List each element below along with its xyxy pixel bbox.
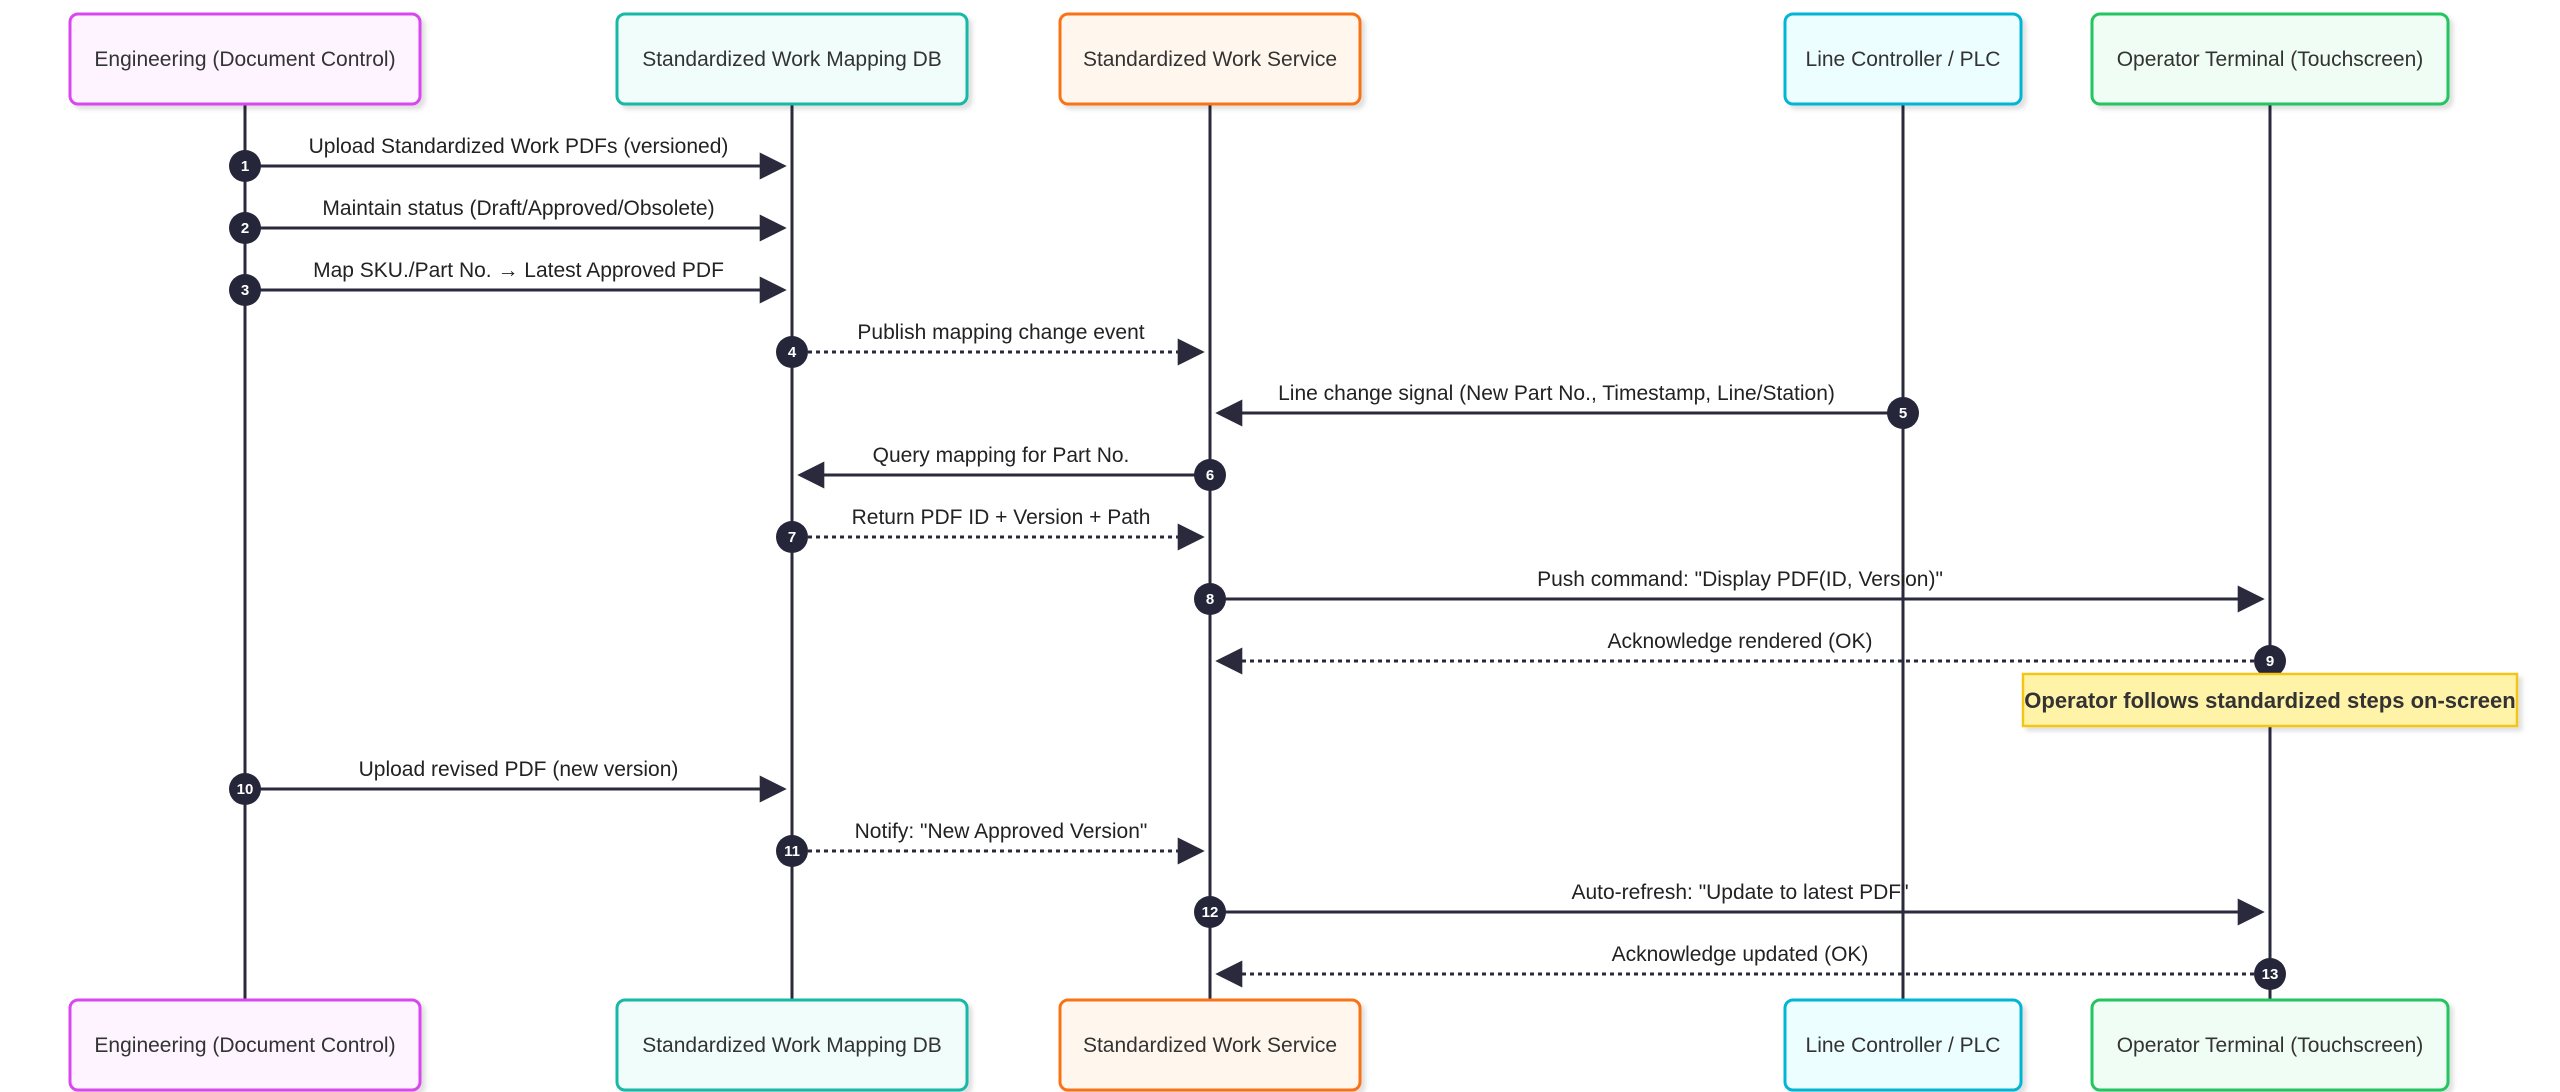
sequence-number-badge — [776, 336, 808, 368]
sequence-number: 2 — [241, 220, 249, 237]
sequence-number: 8 — [1206, 591, 1214, 608]
participant-label: Standardized Work Mapping DB — [642, 1034, 942, 1057]
message-4: Publish mapping change event 4 — [776, 321, 1205, 368]
participant-label: Standardized Work Service — [1083, 1034, 1337, 1057]
sequence-number-badge — [229, 150, 261, 182]
participant-box-top[interactable]: Operator Terminal (Touchscreen) — [2090, 12, 2450, 106]
participant-box-bottom[interactable]: Operator Terminal (Touchscreen) — [2090, 998, 2450, 1092]
message-label: Publish mapping change event — [857, 321, 1144, 344]
message-13: Acknowledge updated (OK) 13 — [1215, 943, 2286, 990]
sequence-number: 10 — [237, 781, 254, 798]
message-2: Maintain status (Draft/Approved/Obsolete… — [229, 197, 787, 244]
message-12: Auto-refresh: "Update to latest PDF" 12 — [1194, 881, 2265, 928]
participant-label: Engineering (Document Control) — [94, 1034, 395, 1057]
message-label: Upload Standardized Work PDFs (versioned… — [309, 135, 729, 158]
message-label: Acknowledge rendered (OK) — [1608, 630, 1873, 653]
participants: Engineering (Document Control) Engineerin… — [68, 12, 2450, 1092]
message-label: Acknowledge updated (OK) — [1612, 943, 1869, 966]
sequence-number: 13 — [2262, 966, 2279, 983]
participant-label: Operator Terminal (Touchscreen) — [2117, 48, 2424, 71]
message-9: Acknowledge rendered (OK) 9 — [1215, 630, 2286, 677]
participant-box-bottom[interactable]: Line Controller / PLC — [1783, 998, 2023, 1092]
message-label: Push command: "Display PDF(ID, Version)" — [1537, 568, 1943, 591]
participant-box-bottom[interactable]: Standardized Work Service — [1058, 998, 1362, 1092]
participant-label: Standardized Work Service — [1083, 48, 1337, 71]
sequence-number-badge — [776, 521, 808, 553]
message-label: Maintain status (Draft/Approved/Obsolete… — [322, 197, 714, 220]
note-text: Operator follows standardized steps on-s… — [2024, 688, 2515, 713]
sequence-number-badge — [1194, 896, 1226, 928]
participant-box-bottom[interactable]: Engineering (Document Control) — [68, 998, 422, 1092]
message-6: Query mapping for Part No. 6 — [797, 444, 1226, 491]
sequence-number: 3 — [241, 282, 249, 299]
participant-label: Line Controller / PLC — [1806, 48, 2001, 71]
message-label: Line change signal (New Part No., Timest… — [1278, 382, 1835, 405]
messages: Upload Standardized Work PDFs (versioned… — [229, 135, 2286, 990]
sequence-number: 12 — [1202, 904, 1219, 921]
sequence-number: 7 — [788, 529, 796, 546]
sequence-number-badge — [1887, 397, 1919, 429]
sequence-number-badge — [2254, 645, 2286, 677]
message-8: Push command: "Display PDF(ID, Version)"… — [1194, 568, 2265, 615]
sequence-number-badge — [229, 773, 261, 805]
sequence-number-badge — [776, 835, 808, 867]
note: Operator follows standardized steps on-s… — [2021, 672, 2519, 728]
message-label: Query mapping for Part No. — [873, 444, 1130, 467]
message-label: Return PDF ID + Version + Path — [852, 506, 1151, 529]
sequence-number-badge — [1194, 459, 1226, 491]
participant-label: Operator Terminal (Touchscreen) — [2117, 1034, 2424, 1057]
message-label: Notify: "New Approved Version" — [855, 820, 1148, 843]
participant-box-top[interactable]: Line Controller / PLC — [1783, 12, 2023, 106]
message-label: Upload revised PDF (new version) — [359, 758, 679, 781]
message-label: Map SKU./Part No. → Latest Approved PDF — [313, 259, 724, 282]
message-label: Auto-refresh: "Update to latest PDF" — [1571, 881, 1908, 904]
sequence-number: 4 — [788, 344, 797, 361]
message-3: Map SKU./Part No. → Latest Approved PDF 3 — [229, 259, 787, 306]
sequence-number: 5 — [1899, 405, 1907, 422]
participant-box-bottom[interactable]: Standardized Work Mapping DB — [615, 998, 969, 1092]
participant-box-top[interactable]: Standardized Work Mapping DB — [615, 12, 969, 106]
participant-label: Line Controller / PLC — [1806, 1034, 2001, 1057]
lifelines — [243, 104, 2272, 1000]
sequence-number-badge — [229, 212, 261, 244]
message-7: Return PDF ID + Version + Path 7 — [776, 506, 1205, 553]
sequence-number-badge — [2254, 958, 2286, 990]
sequence-number-badge — [1194, 583, 1226, 615]
message-11: Notify: "New Approved Version" 11 — [776, 820, 1205, 867]
message-1: Upload Standardized Work PDFs (versioned… — [229, 135, 787, 182]
sequence-number: 1 — [241, 158, 249, 175]
participant-box-top[interactable]: Engineering (Document Control) — [68, 12, 422, 106]
message-5: Line change signal (New Part No., Timest… — [1215, 382, 1919, 429]
participant-label: Standardized Work Mapping DB — [642, 48, 942, 71]
participant-label: Engineering (Document Control) — [94, 48, 395, 71]
sequence-number: 6 — [1206, 467, 1214, 484]
notes: Operator follows standardized steps on-s… — [2021, 672, 2519, 728]
message-10: Upload revised PDF (new version) 10 — [229, 758, 787, 805]
sequence-number: 11 — [784, 843, 800, 860]
sequence-number-badge — [229, 274, 261, 306]
participant-box-top[interactable]: Standardized Work Service — [1058, 12, 1362, 106]
sequence-number: 9 — [2266, 653, 2274, 670]
